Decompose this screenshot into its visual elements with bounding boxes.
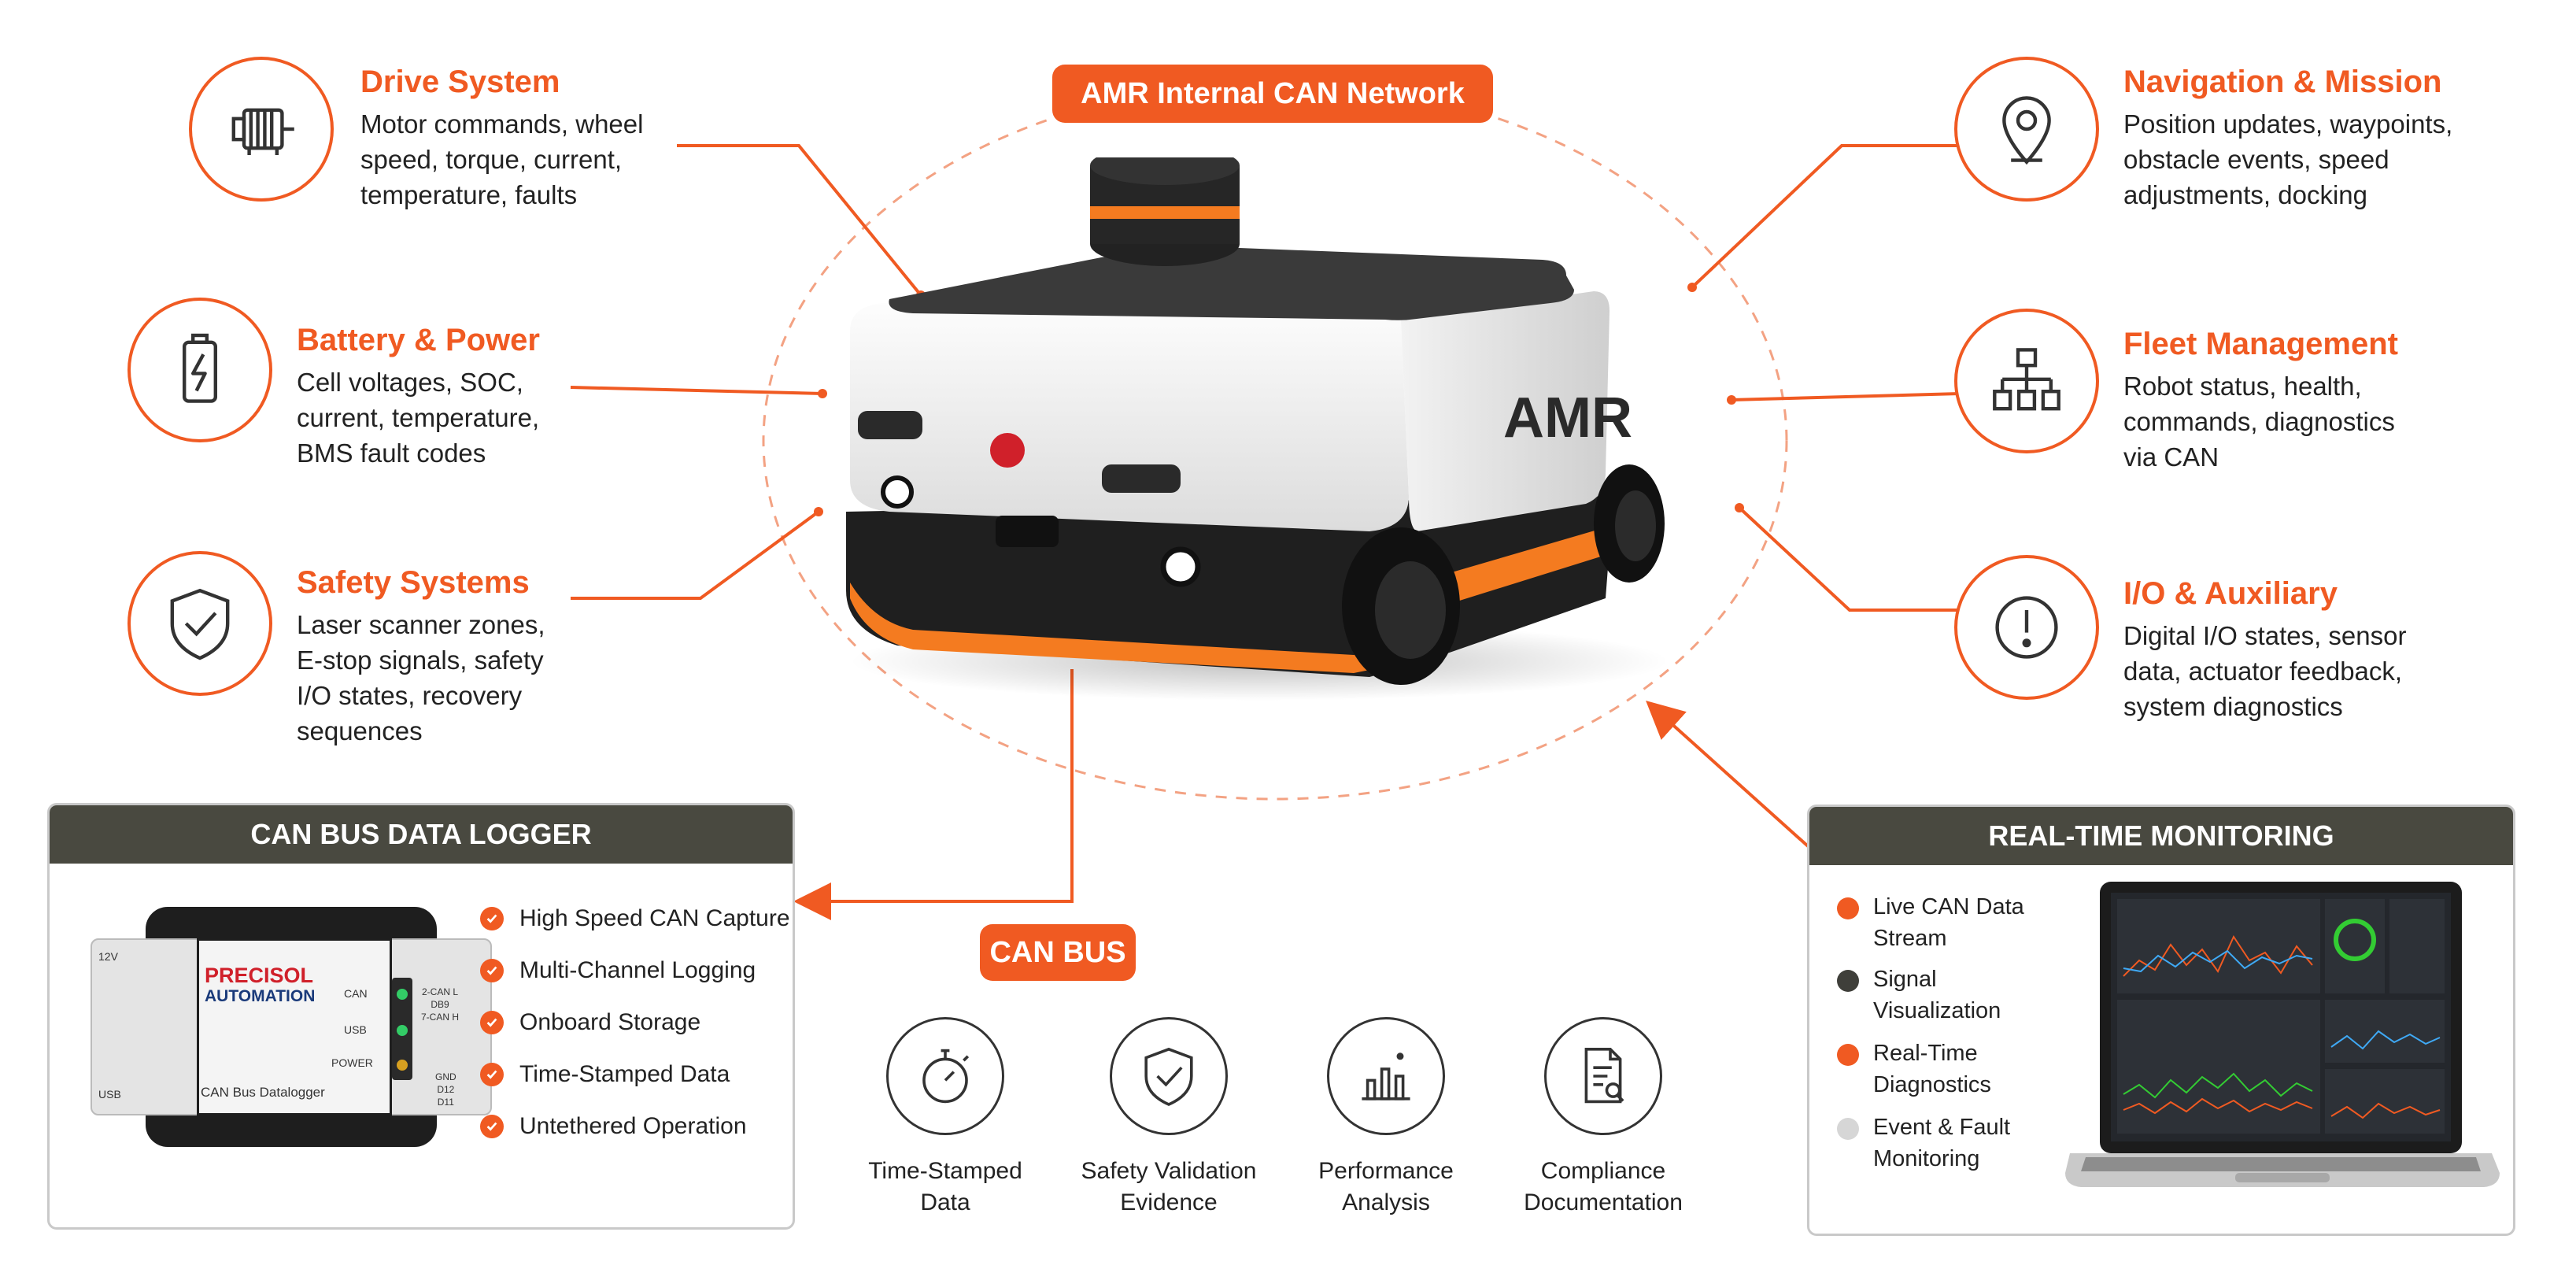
- logger-feature-3: Onboard Storage: [480, 1009, 700, 1036]
- feature-desc-battery: Cell voltages, SOC,current, temperature,…: [297, 368, 540, 468]
- location-pin-icon: [1954, 57, 2099, 202]
- port-label-power: POWER: [331, 1056, 373, 1069]
- check-icon: [480, 1011, 504, 1034]
- logger-feature-1: High Speed CAN Capture: [480, 905, 790, 932]
- logger-brand-line1: PRECISOL: [205, 964, 314, 987]
- stopwatch-icon: [886, 1017, 1004, 1135]
- laptop-dashboard: [2065, 882, 2500, 1187]
- feature-desc-safety: Laser scanner zones,E-stop signals, safe…: [297, 610, 545, 745]
- monitoring-panel-title: REAL-TIME MONITORING: [1809, 807, 2513, 865]
- legend-dot-diagnostics: [1837, 1044, 1859, 1066]
- battery-icon: [128, 298, 272, 442]
- legend-dot-signal: [1837, 970, 1859, 992]
- logger-feature-5: Untethered Operation: [480, 1113, 747, 1140]
- document-search-icon: [1544, 1017, 1662, 1135]
- can-network-label: AMR Internal CAN Network: [1052, 65, 1493, 123]
- feature-title-drive: Drive System: [360, 65, 560, 99]
- check-icon: [480, 1063, 504, 1086]
- robot-label: AMR: [1503, 387, 1632, 449]
- feature-title-safety: Safety Systems: [297, 565, 530, 600]
- check-icon: [480, 907, 504, 930]
- port-label-can: CAN: [344, 987, 368, 1000]
- legend-dot-events: [1837, 1118, 1859, 1140]
- datalogger-device: PRECISOL AUTOMATION CAN Bus Datalogger C…: [91, 907, 492, 1147]
- hierarchy-icon: [1954, 309, 2099, 453]
- logger-feature-2: Multi-Channel Logging: [480, 957, 756, 984]
- logger-feature-4: Time-Stamped Data: [480, 1061, 730, 1088]
- port-label-usb: USB: [344, 1023, 367, 1036]
- feature-title-io: I/O & Auxiliary: [2123, 576, 2338, 611]
- logger-brand-line2: AUTOMATION: [205, 987, 316, 1005]
- check-icon: [480, 959, 504, 982]
- shield-check-icon: [128, 551, 272, 696]
- motor-icon: [189, 57, 334, 202]
- left-label-12v: 12V: [98, 950, 118, 963]
- left-label-usb: USB: [98, 1088, 121, 1101]
- feature-title-navigation: Navigation & Mission: [2123, 65, 2442, 99]
- logger-panel-title: CAN BUS DATA LOGGER: [50, 805, 793, 864]
- can-bus-label: CAN BUS: [980, 924, 1136, 981]
- feature-desc-navigation: Position updates, waypoints,obstacle eve…: [2123, 109, 2453, 209]
- logger-product-name: CAN Bus Datalogger: [201, 1085, 325, 1100]
- feature-title-fleet: Fleet Management: [2123, 327, 2398, 361]
- bar-chart-icon: [1327, 1017, 1445, 1135]
- alert-circle-icon: [1954, 555, 2099, 700]
- shield-check-icon: [1110, 1017, 1228, 1135]
- feature-desc-fleet: Robot status, health,commands, diagnosti…: [2123, 372, 2395, 472]
- check-icon: [480, 1115, 504, 1138]
- legend-dot-live: [1837, 897, 1859, 919]
- amr-robot: AMR: [846, 157, 1669, 701]
- feature-title-battery: Battery & Power: [297, 323, 540, 357]
